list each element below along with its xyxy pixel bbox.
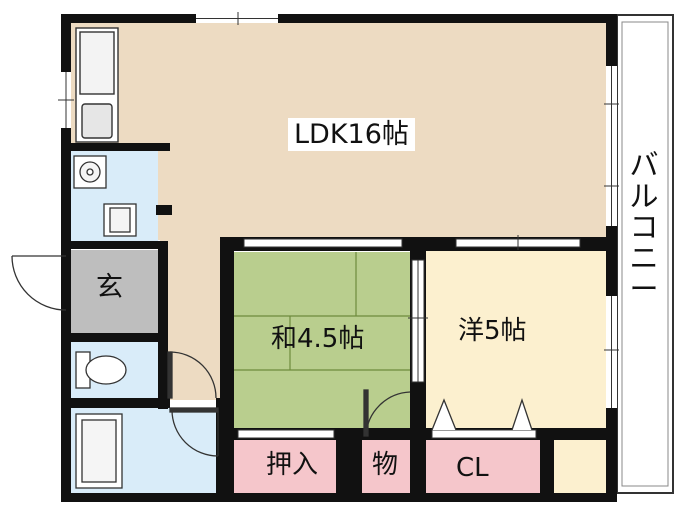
balcony-char: ー — [629, 272, 659, 306]
entrance-door — [11, 255, 67, 311]
tatami-lines — [234, 252, 412, 371]
bathtub — [75, 413, 123, 489]
balcony-char: ル — [629, 179, 659, 213]
kitchen-counter — [75, 27, 119, 143]
sliding-doors — [237, 235, 581, 439]
japanese-room-label: 和4.5帖 — [271, 324, 365, 354]
walk-in-closet-label: CL — [456, 453, 489, 483]
door-swings — [167, 351, 533, 457]
entrance-floor — [70, 250, 160, 334]
windows — [58, 12, 619, 408]
western-room-label: 洋5帖 — [458, 316, 527, 346]
closet-label: 押入 — [266, 450, 319, 480]
walk-in-floor — [426, 440, 540, 493]
ldk-label: LDK16帖 — [288, 118, 415, 151]
balcony-area — [616, 14, 674, 494]
japanese-room-floor — [234, 252, 412, 428]
outer-walls — [61, 14, 617, 502]
balcony-char: バ — [629, 148, 659, 182]
entrance-label: 玄 — [96, 272, 123, 303]
toilet-fixture — [75, 351, 127, 389]
washroom-fixtures — [73, 155, 137, 237]
balcony-label: バ ル コ ニ ー — [626, 150, 662, 305]
storage-floor — [362, 440, 412, 493]
balcony-char: ニ — [629, 241, 659, 275]
closet-floor — [234, 438, 338, 493]
storage-label: 物 — [372, 450, 399, 480]
balcony-inner — [621, 21, 669, 487]
balcony-char: コ — [629, 210, 659, 244]
